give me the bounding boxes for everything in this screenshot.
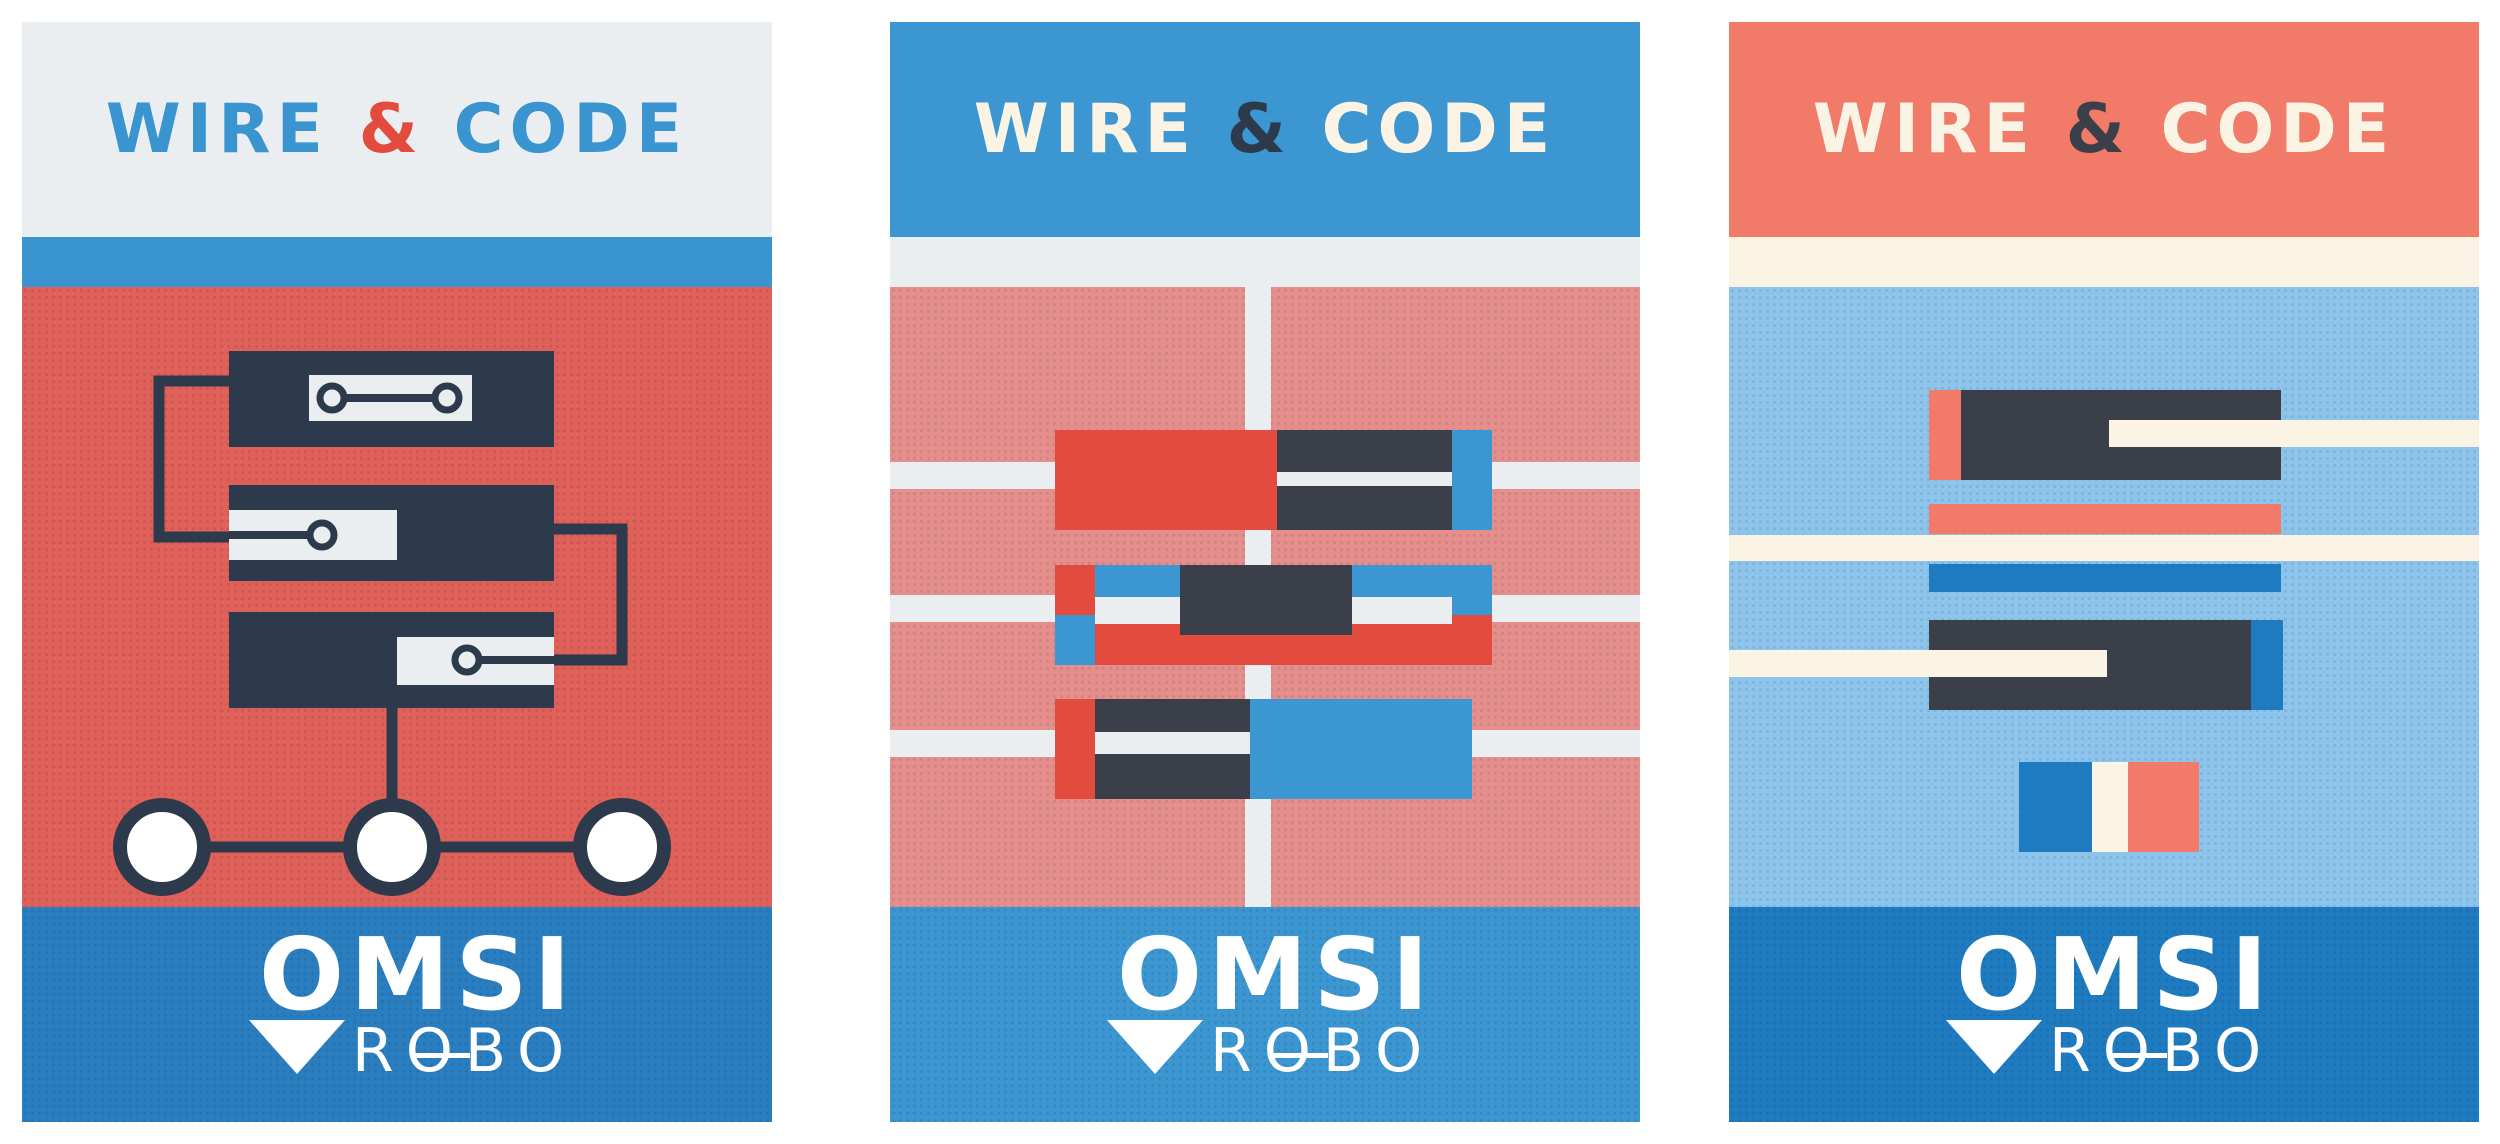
title-ampersand: & bbox=[1226, 90, 1292, 169]
logo-word: OMSI bbox=[1956, 916, 2274, 1033]
poster-1-footer: OMSI ROBO bbox=[22, 907, 772, 1122]
omsi-robo-logo: OMSI ROBO bbox=[890, 907, 1640, 1122]
poster-3-title: WIRE & CODE bbox=[1813, 90, 2395, 169]
title-ampersand: & bbox=[358, 90, 424, 169]
poster-3-footer: OMSI ROBO bbox=[1729, 907, 2479, 1122]
poster-1-title: WIRE & CODE bbox=[106, 90, 688, 169]
logo-sub: ROBO bbox=[1210, 1021, 1434, 1081]
cable-bars-illustration bbox=[1729, 390, 2479, 852]
poster-2-header: WIRE & CODE bbox=[890, 22, 1640, 237]
logo-arrow-icon bbox=[1107, 1020, 1203, 1074]
node-circle-right bbox=[573, 798, 671, 896]
title-word-wire: WIRE bbox=[1812, 90, 2036, 169]
logo-sub-bar bbox=[414, 1053, 470, 1058]
logo-sub: ROBO bbox=[352, 1021, 576, 1081]
omsi-robo-logo: OMSI ROBO bbox=[22, 907, 772, 1122]
node-circle-left bbox=[113, 798, 211, 896]
poster-1-artwork-panel bbox=[22, 287, 772, 907]
title-word-code: CODE bbox=[2160, 90, 2396, 169]
logo-arrow-icon bbox=[249, 1020, 345, 1074]
title-word-code: CODE bbox=[1321, 90, 1557, 169]
poster-1: WIRE & CODE bbox=[22, 22, 772, 1122]
poster-3-artwork-panel bbox=[1729, 287, 2479, 907]
logo-arrow-icon bbox=[1946, 1020, 2042, 1074]
poster-2-artwork-panel bbox=[890, 287, 1640, 907]
title-word-wire: WIRE bbox=[973, 90, 1197, 169]
circuit-board-illustration bbox=[113, 351, 671, 896]
poster-3-header: WIRE & CODE bbox=[1729, 22, 2479, 237]
wire-blocks-illustration bbox=[890, 287, 1640, 907]
node-circle-center bbox=[343, 798, 441, 896]
poster-3: WIRE & CODE OMSI ROBO bbox=[1729, 22, 2479, 1122]
title-ampersand: & bbox=[2065, 90, 2131, 169]
logo-sub-text: ROBO bbox=[352, 1016, 577, 1086]
logo-sub-bar bbox=[1272, 1053, 1328, 1058]
omsi-robo-logo: OMSI ROBO bbox=[1729, 907, 2479, 1122]
poster-2-strip bbox=[890, 237, 1640, 287]
logo-sub-text: ROBO bbox=[2049, 1016, 2274, 1086]
poster-2-footer: OMSI ROBO bbox=[890, 907, 1640, 1122]
poster-3-strip bbox=[1729, 237, 2479, 287]
logo-word: OMSI bbox=[1117, 916, 1435, 1033]
poster-1-header: WIRE & CODE bbox=[22, 22, 772, 237]
logo-word: OMSI bbox=[259, 916, 577, 1033]
poster-1-strip bbox=[22, 237, 772, 287]
logo-sub-text: ROBO bbox=[1210, 1016, 1435, 1086]
logo-sub: ROBO bbox=[2049, 1021, 2273, 1081]
logo-sub-bar bbox=[2111, 1053, 2167, 1058]
title-word-wire: WIRE bbox=[105, 90, 329, 169]
title-word-code: CODE bbox=[453, 90, 689, 169]
poster-2: WIRE & CODE bbox=[890, 22, 1640, 1122]
poster-2-title: WIRE & CODE bbox=[974, 90, 1556, 169]
